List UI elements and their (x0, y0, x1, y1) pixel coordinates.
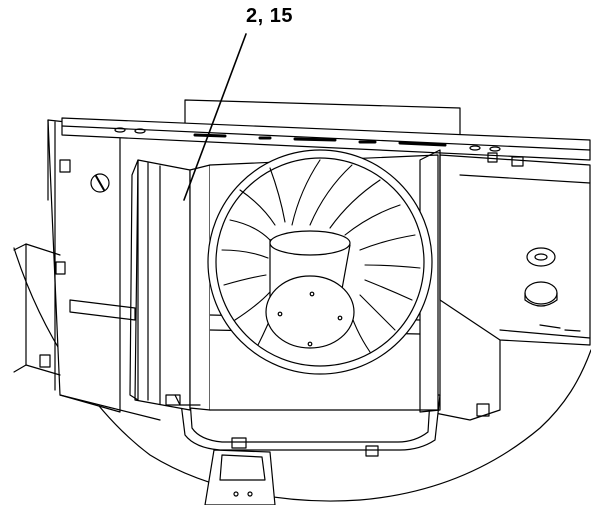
callout-label: 2, 15 (246, 5, 293, 27)
motor-face (266, 276, 354, 348)
lower-bracket (205, 450, 275, 505)
left-housing-panel (14, 120, 160, 420)
right-housing-panel (430, 153, 590, 420)
top-rail (62, 118, 590, 160)
fan-impeller (208, 150, 432, 374)
left-mounting-bracket (130, 160, 190, 410)
right-hole-upper (527, 248, 555, 266)
control-knob (91, 174, 109, 192)
callout-leader-line (184, 34, 246, 200)
motor-hub (266, 231, 354, 348)
